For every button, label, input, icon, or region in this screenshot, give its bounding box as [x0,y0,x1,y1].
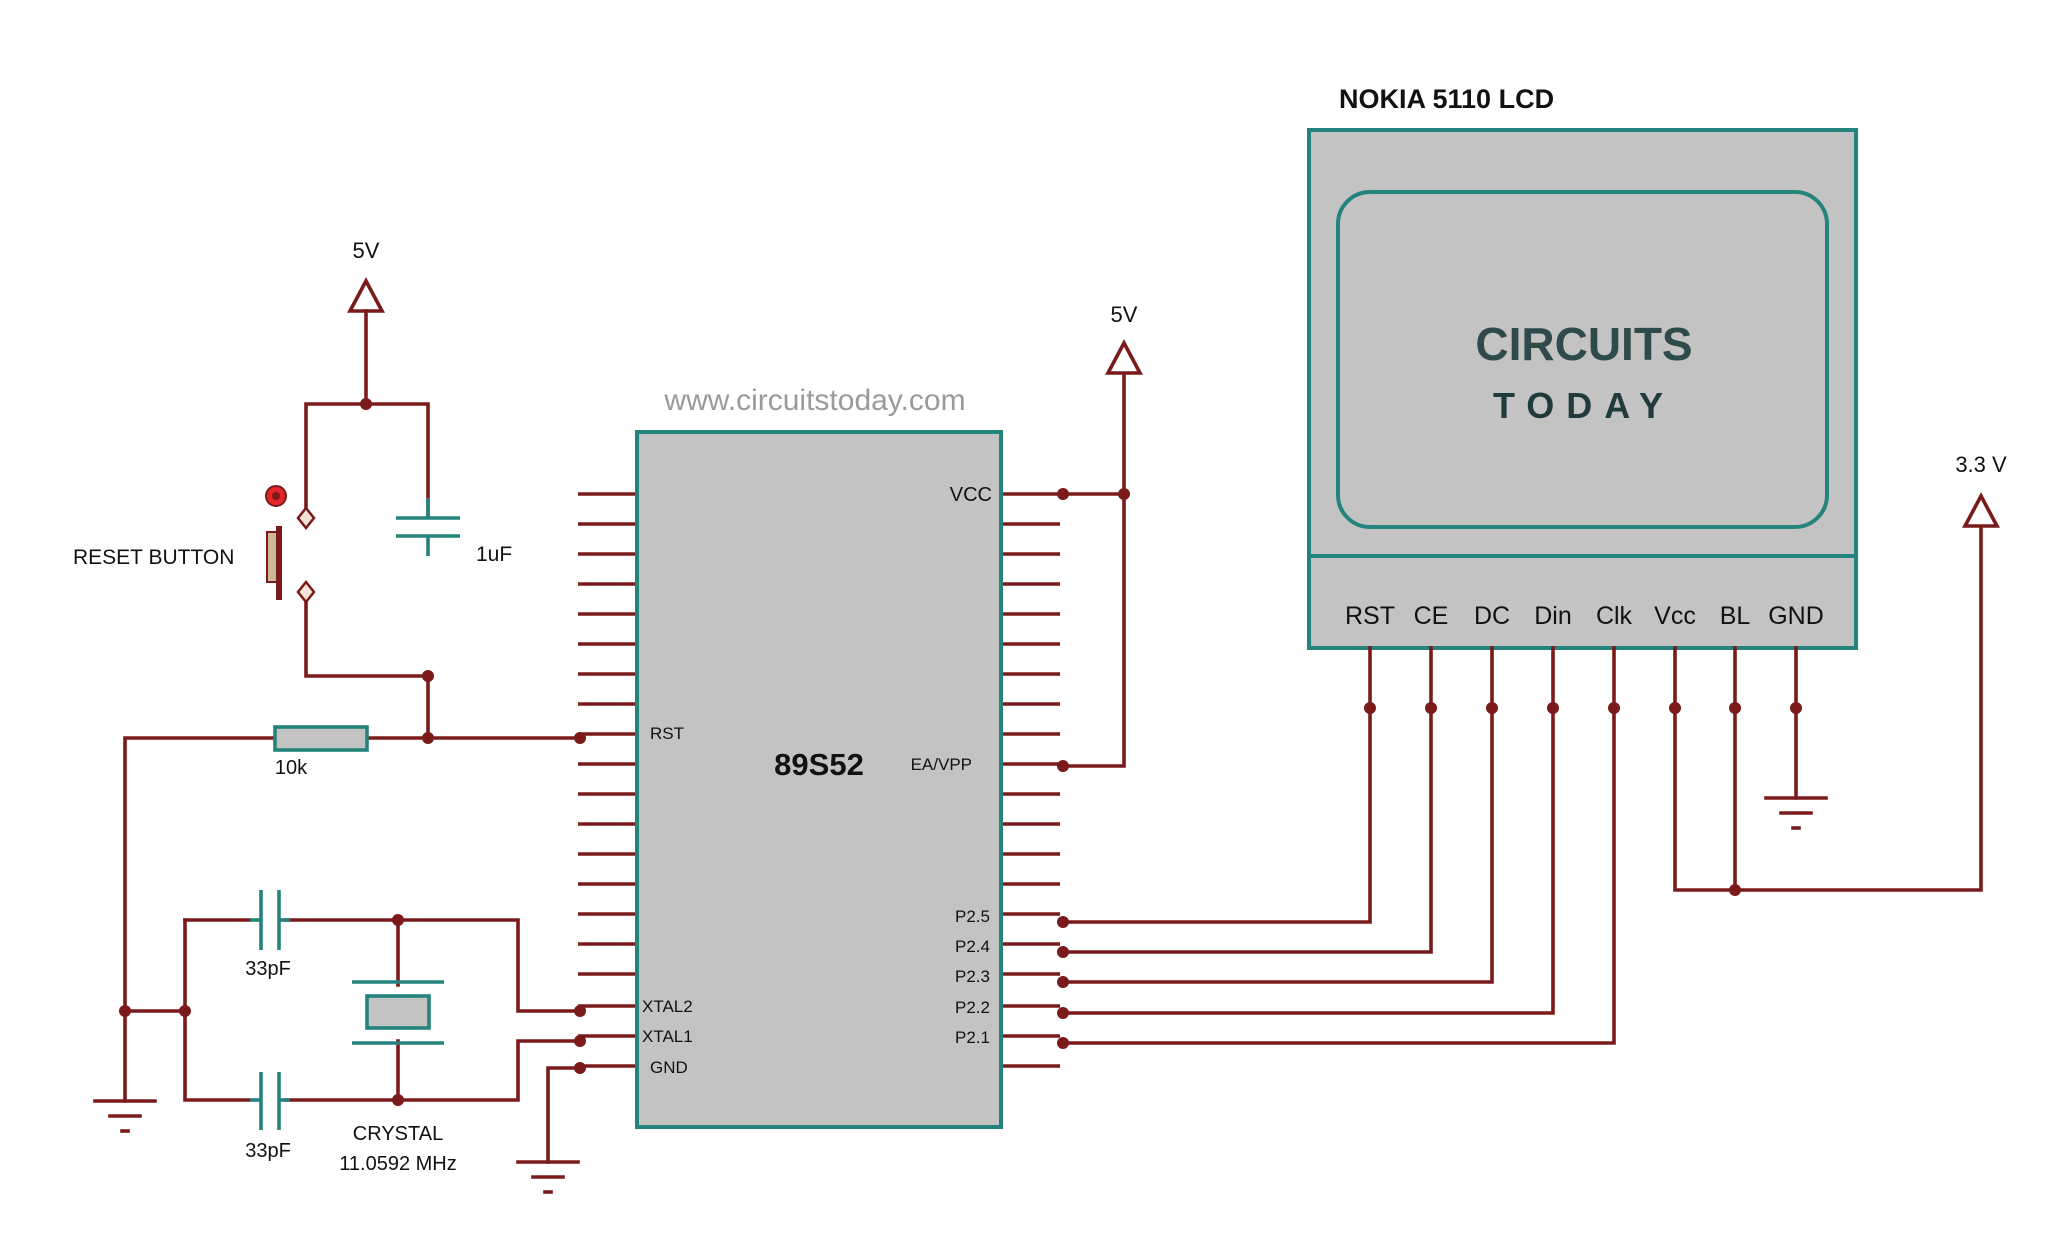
ground-left-icon [93,1009,157,1133]
lcd-pin-vcc: Vcc [1654,602,1696,630]
crystal [352,980,444,1045]
pin-label-p22: P2.2 [955,998,990,1017]
mcu-supply-wire [1057,373,1130,772]
data-bus-wires [1057,706,1616,1049]
crystal-freq: 11.0592 MHz [339,1153,456,1175]
lcd-pin-dc: DC [1474,602,1510,630]
mcu-supply-label: 5V [1111,302,1138,327]
lcd-screen [1336,190,1829,529]
mcu-right-pins [1001,492,1060,1068]
reset-wires [123,309,586,1013]
lcd-screen-line1: CIRCUITS [1475,318,1692,370]
pin-label-xtal2: XTAL2 [642,997,693,1016]
reset-button-label: RESET BUTTON [73,546,234,569]
lcd-supply-label: 3.3 V [1955,452,2007,477]
reset-supply-arrow-icon [347,277,385,313]
mcu-supply-arrow-icon [1105,339,1143,375]
mcu-name: 89S52 [774,747,864,782]
cap-top-label: 33pF [245,958,291,980]
pin-label-eavpp: EA/VPP [911,755,972,774]
watermark: www.circuitstoday.com [663,384,965,417]
lcd-pin-rst: RST [1345,602,1395,630]
pin-label-xtal1: XTAL1 [642,1027,693,1046]
lcd-pin-labels: RST CE DC Din Clk Vcc BL GND [1345,602,1824,630]
lcd-supply-arrow-icon [1962,492,2000,528]
mcu-left-pins [578,492,637,1068]
lcd-pin-din: Din [1534,602,1572,630]
crystal-label: CRYSTAL [353,1123,443,1145]
pin-label-p21: P2.1 [955,1028,990,1047]
lcd-pin-ce: CE [1414,602,1449,630]
lcd-pin-stubs [1364,646,1802,714]
reset-supply-label: 5V [353,238,380,263]
pin-label-p24: P2.4 [955,937,990,956]
mcu-body [635,430,1003,1129]
ground-mcu-icon [516,1062,586,1194]
capacitor-33pf-bottom [250,1072,290,1130]
resistor-10k [273,725,369,752]
pin-label-vcc: VCC [950,484,992,506]
cap-bottom-label: 33pF [245,1140,291,1162]
pin-label-rst: RST [650,724,684,743]
pin-label-p25: P2.5 [955,907,990,926]
lcd-pin-bl: BL [1720,602,1751,630]
oscillator-wires [119,914,586,1106]
lcd-pin-clk: Clk [1596,602,1633,630]
lcd-supply-wire [1673,526,1983,896]
reset-capacitor [396,498,460,556]
capacitor-33pf-top [250,890,290,950]
reset-cap-label: 1uF [476,543,512,566]
lcd-title: NOKIA 5110 LCD [1339,84,1554,114]
ground-lcd-icon [1764,706,1828,830]
lcd-pin-gnd: GND [1768,602,1824,630]
resistor-label: 10k [275,757,308,779]
reset-button [265,485,316,605]
pin-label-gnd: GND [650,1058,688,1077]
pin-label-p23: P2.3 [955,967,990,986]
lcd-screen-line2: TODAY [1493,385,1675,426]
